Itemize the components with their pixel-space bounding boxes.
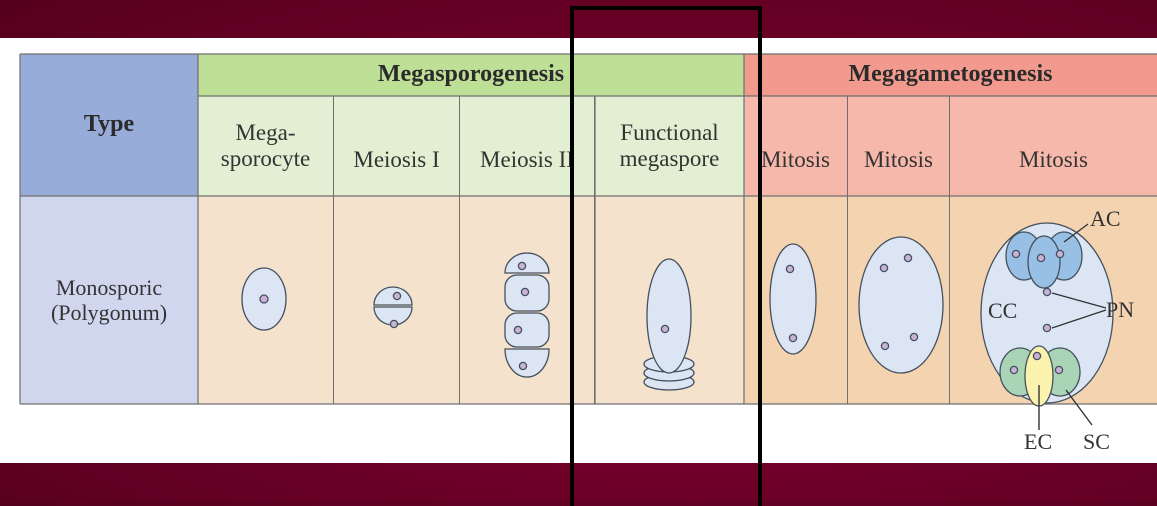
dyad-nucleus-bottom [390,320,397,327]
antipodal-nucleus-3 [1056,250,1063,257]
tetrad-nucleus-1 [518,262,525,269]
tetrad-cell-1 [505,253,549,273]
egg-nucleus [1033,352,1040,359]
antipodal-cell-middle [1028,236,1060,288]
megasporocyte-nucleus [260,295,268,303]
binucleate-nucleus-bottom [789,334,796,341]
tetranucleate-nucleus-2 [904,254,911,261]
polar-nucleus-bottom [1043,324,1050,331]
highlight-rectangle [570,6,762,506]
dyad-nucleus-top [393,292,400,299]
tetrad-nucleus-3 [514,326,521,333]
tetranucleate-nucleus-3 [881,342,888,349]
tetranucleate-nucleus-1 [880,264,887,271]
synergid-nucleus-right [1055,366,1062,373]
tetrad-nucleus-2 [521,288,528,295]
tetrad-cell-4 [505,349,549,377]
polar-nucleus-top [1043,288,1050,295]
label-sc: SC [1083,429,1110,454]
tetrad-cell-3 [505,313,549,347]
tetrad-nucleus-4 [519,362,526,369]
tetranucleate-sac [859,237,943,373]
antipodal-nucleus-1 [1012,250,1019,257]
label-ac: AC [1090,206,1121,231]
label-ec: EC [1024,429,1052,454]
binucleate-nucleus-top [786,265,793,272]
label-cc: CC [988,298,1017,323]
synergid-nucleus-left [1010,366,1017,373]
antipodal-nucleus-2 [1037,254,1044,261]
label-pn: PN [1106,297,1134,322]
tetranucleate-nucleus-4 [910,333,917,340]
